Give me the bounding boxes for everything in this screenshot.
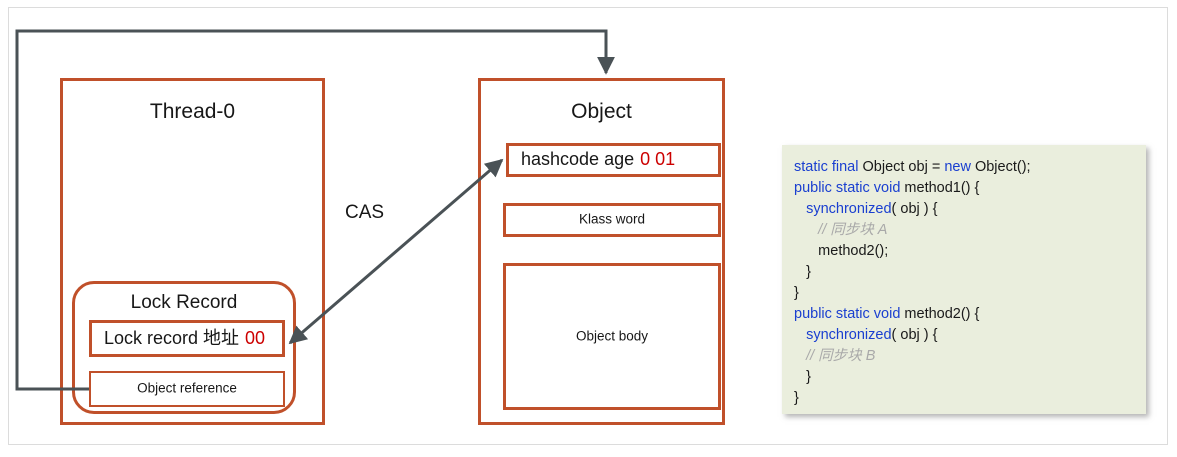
code-text: } <box>794 390 799 406</box>
code-text: method2() { <box>904 306 980 322</box>
code-line: synchronized( obj ) { <box>794 325 1146 346</box>
code-comment: // 同步块 A <box>818 222 888 238</box>
code-text: } <box>794 369 811 385</box>
code-keyword: synchronized <box>806 201 892 217</box>
object-markword-bits: 0 01 <box>640 149 676 170</box>
object-body-row: Object body <box>503 263 721 410</box>
cas-label: CAS <box>345 202 385 223</box>
code-comment: // 同步块 B <box>806 348 876 364</box>
code-line: } <box>794 283 1146 304</box>
lock-record-address-text: Lock record 地址 <box>104 327 240 348</box>
code-text: ( obj ) { <box>891 327 938 343</box>
object-box-title: Object <box>571 100 632 123</box>
code-text <box>794 201 806 217</box>
code-keyword: static final <box>794 159 863 175</box>
code-snippet-panel: static final Object obj = new Object();p… <box>782 145 1146 414</box>
object-markword-text: hashcode age <box>521 149 635 170</box>
code-line: synchronized( obj ) { <box>794 199 1146 220</box>
code-text: Object obj = <box>862 159 945 175</box>
object-reference-label: Object reference <box>137 380 237 396</box>
code-line: public static void method2() { <box>794 304 1146 325</box>
object-body-label: Object body <box>575 328 649 344</box>
code-line: public static void method1() { <box>794 178 1146 199</box>
code-line: } <box>794 367 1146 388</box>
object-klassword-row: Klass word <box>503 203 721 237</box>
code-text: } <box>794 264 811 280</box>
code-line: static final Object obj = new Object(); <box>794 157 1146 178</box>
code-text: method1() { <box>904 180 980 196</box>
object-reference-row: Object reference <box>89 371 285 407</box>
code-line: } <box>794 262 1146 283</box>
code-line: method2(); <box>794 241 1146 262</box>
lock-record-address-bits: 00 <box>245 327 266 348</box>
code-text: } <box>794 285 799 301</box>
code-text: ( obj ) { <box>891 201 938 217</box>
code-line: // 同步块 A <box>794 220 1146 241</box>
lock-record-box-title: Lock Record <box>130 292 238 313</box>
object-klassword-label: Klass word <box>578 211 646 227</box>
code-text: method2(); <box>794 243 889 259</box>
code-keyword: new <box>944 159 975 175</box>
thread-box-title: Thread-0 <box>149 100 236 123</box>
code-text <box>794 222 818 238</box>
code-text <box>794 327 806 343</box>
code-lines: static final Object obj = new Object();p… <box>794 157 1146 409</box>
code-keyword: public static void <box>794 306 905 322</box>
code-keyword: synchronized <box>806 327 892 343</box>
code-line: } <box>794 388 1146 409</box>
code-text: Object(); <box>974 159 1031 175</box>
code-keyword: public static void <box>794 180 905 196</box>
code-text <box>794 348 806 364</box>
code-line: // 同步块 B <box>794 346 1146 367</box>
